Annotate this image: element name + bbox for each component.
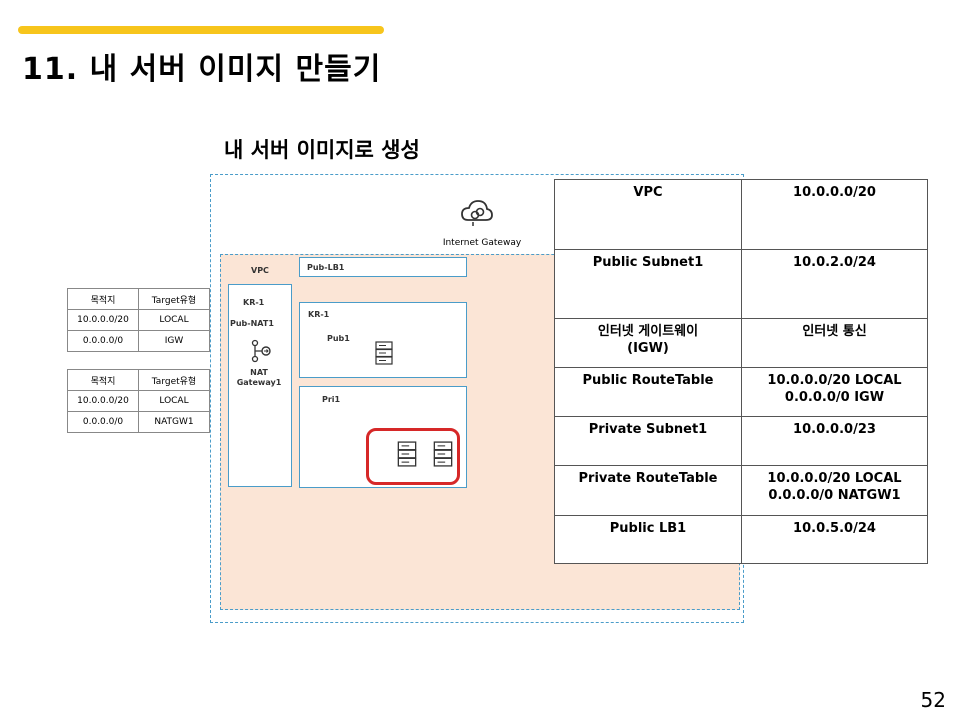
pub1-label: Pub1 bbox=[327, 334, 350, 343]
pub-nat-label: Pub-NAT1 bbox=[230, 319, 274, 328]
table-row: Private Subnet1 10.0.0.0/23 bbox=[554, 416, 928, 466]
table-cell-value: 10.0.0.0/23 bbox=[741, 416, 928, 466]
table-row: 목적지 Target유형 bbox=[67, 288, 210, 310]
table-cell-value: 10.0.2.0/24 bbox=[741, 249, 928, 319]
table-row: VPC 10.0.0.0/20 bbox=[554, 179, 928, 250]
server-icon bbox=[433, 441, 453, 467]
server-icon bbox=[375, 341, 393, 365]
slide-title: 11. 내 서버 이미지 만들기 bbox=[22, 52, 382, 87]
table-cell-value: 10.0.0.0/20 LOCAL 0.0.0.0/0 IGW bbox=[741, 367, 928, 417]
nat-gateway-label: NAT Gateway1 bbox=[236, 368, 282, 387]
table-row: 10.0.0.0/20 LOCAL bbox=[67, 309, 210, 331]
table-cell: 10.0.0.0/20 bbox=[67, 309, 139, 331]
table-cell: NATGW1 bbox=[138, 411, 210, 433]
pub-lb-label: Pub-LB1 bbox=[307, 263, 345, 272]
pub-lb-box bbox=[299, 257, 467, 277]
table-cell: IGW bbox=[138, 330, 210, 352]
table-cell-name: Public LB1 bbox=[554, 515, 742, 564]
title-accent-bar bbox=[18, 26, 384, 34]
table-header: Target유형 bbox=[138, 369, 210, 391]
pri1-label: Pri1 bbox=[322, 395, 341, 404]
table-cell-name: Private Subnet1 bbox=[554, 416, 742, 466]
table-cell-name: 인터넷 게이트웨이 (IGW) bbox=[554, 318, 742, 368]
nat-subnet-box bbox=[228, 284, 292, 487]
table-row: 목적지 Target유형 bbox=[67, 369, 210, 391]
table-header: 목적지 bbox=[67, 369, 139, 391]
nat-gateway-icon bbox=[251, 339, 271, 363]
table-row: Public LB1 10.0.5.0/24 bbox=[554, 515, 928, 564]
table-row: Public RouteTable 10.0.0.0/20 LOCAL 0.0.… bbox=[554, 367, 928, 417]
table-cell: LOCAL bbox=[138, 390, 210, 412]
diagram-subtitle: 내 서버 이미지로 생성 bbox=[224, 138, 420, 162]
table-cell-value: 10.0.0.0/20 LOCAL 0.0.0.0/0 NATGW1 bbox=[741, 465, 928, 516]
table-row: 10.0.0.0/20 LOCAL bbox=[67, 390, 210, 412]
table-header: Target유형 bbox=[138, 288, 210, 310]
table-cell-value: 10.0.5.0/24 bbox=[741, 515, 928, 564]
table-row: 인터넷 게이트웨이 (IGW) 인터넷 통신 bbox=[554, 318, 928, 368]
table-cell-name: VPC bbox=[554, 179, 742, 250]
private-route-table: 목적지 Target유형 10.0.0.0/20 LOCAL 0.0.0.0/0… bbox=[67, 369, 210, 433]
table-cell: LOCAL bbox=[138, 309, 210, 331]
pub-subnet-box bbox=[299, 302, 467, 378]
table-row: Private RouteTable 10.0.0.0/20 LOCAL 0.0… bbox=[554, 465, 928, 516]
new-server-highlight bbox=[366, 428, 460, 485]
page-number: 52 bbox=[920, 688, 946, 712]
igw-label: Internet Gateway bbox=[436, 237, 528, 249]
table-row: Public Subnet1 10.0.2.0/24 bbox=[554, 249, 928, 319]
table-row: 0.0.0.0/0 NATGW1 bbox=[67, 411, 210, 433]
table-cell-name: Public Subnet1 bbox=[554, 249, 742, 319]
table-cell-name: Public RouteTable bbox=[554, 367, 742, 417]
table-cell-value: 인터넷 통신 bbox=[741, 318, 928, 368]
az-label-pub: KR-1 bbox=[308, 310, 330, 319]
network-info-table: VPC 10.0.0.0/20 Public Subnet1 10.0.2.0/… bbox=[554, 179, 928, 564]
pri-subnet-box bbox=[299, 386, 467, 488]
table-cell: 0.0.0.0/0 bbox=[67, 411, 139, 433]
table-cell: 10.0.0.0/20 bbox=[67, 390, 139, 412]
table-cell-value: 10.0.0.0/20 bbox=[741, 179, 928, 250]
table-cell-name: Private RouteTable bbox=[554, 465, 742, 516]
server-icon bbox=[397, 441, 417, 467]
cloud-icon bbox=[461, 200, 493, 226]
table-row: 0.0.0.0/0 IGW bbox=[67, 330, 210, 352]
table-header: 목적지 bbox=[67, 288, 139, 310]
az-label-left: KR-1 bbox=[243, 298, 265, 307]
vpc-label: VPC bbox=[251, 266, 269, 275]
table-cell: 0.0.0.0/0 bbox=[67, 330, 139, 352]
public-route-table: 목적지 Target유형 10.0.0.0/20 LOCAL 0.0.0.0/0… bbox=[67, 288, 210, 352]
